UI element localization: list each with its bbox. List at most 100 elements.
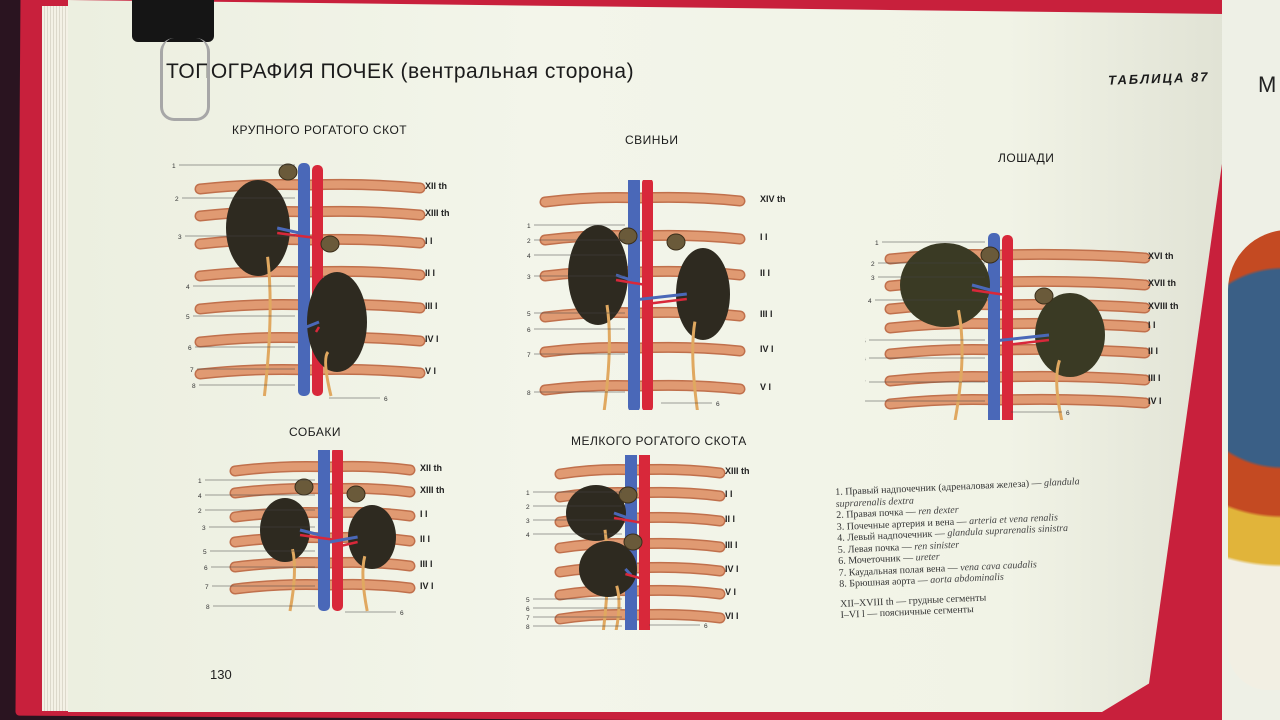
legend-item-latin: ren sinister	[913, 539, 960, 553]
callout-number: 6	[527, 327, 531, 334]
kidney	[260, 498, 310, 562]
segment-label: IV l	[725, 564, 739, 574]
abdominal-aorta	[332, 450, 343, 611]
kidney	[566, 485, 626, 541]
callout-number: 7	[527, 352, 531, 359]
caption-dog: СОБАКИ	[289, 425, 341, 439]
caudal-vena-cava	[318, 450, 330, 611]
rib-highlight	[541, 231, 744, 244]
rib-highlight	[886, 345, 1149, 358]
abdominal-aorta	[1002, 235, 1013, 420]
callout-number: 5	[186, 314, 190, 321]
ureter	[324, 351, 333, 397]
callout-number: 1	[172, 163, 176, 170]
caudal-vena-cava	[628, 180, 640, 410]
page-number: 130	[210, 667, 232, 682]
callout-number: 1	[198, 478, 202, 485]
callout-number: 7	[865, 380, 866, 387]
renal-vein	[299, 528, 325, 538]
callout-number: 7	[526, 615, 530, 622]
ureter	[614, 585, 621, 630]
binder-clip-wire	[160, 38, 210, 121]
adrenal-gland	[618, 486, 638, 504]
segment-label: I l	[760, 232, 768, 242]
ureter	[288, 548, 296, 612]
rib-highlight	[886, 395, 1149, 408]
callout-number: 6	[526, 606, 530, 613]
callout-number: 5	[865, 338, 866, 345]
callout-number: 6	[204, 565, 208, 572]
callout-number: 1	[526, 490, 530, 497]
kidney	[1035, 293, 1105, 377]
adrenal-gland	[278, 163, 298, 181]
renal-artery	[1005, 338, 1050, 347]
segment-label: I l	[425, 236, 433, 246]
ureter	[1055, 359, 1064, 420]
kidney	[900, 243, 990, 327]
rib-highlight	[556, 610, 724, 623]
segment-label: I l	[1148, 320, 1156, 330]
callout-number: 4	[186, 284, 190, 291]
renal-artery	[971, 288, 1007, 297]
callout-number: 2	[526, 504, 530, 511]
caption-cattle: КРУПНОГО РОГАТОГО СКОТ	[232, 123, 408, 137]
segment-label: III l	[725, 540, 738, 550]
rib-highlight	[541, 381, 744, 394]
segment-label: III l	[760, 309, 773, 319]
callout-number: 2	[871, 261, 875, 268]
renal-vein	[971, 283, 995, 293]
segment-label: IV l	[1148, 396, 1162, 406]
segment-label: V l	[425, 366, 436, 376]
segment-label: II l	[1148, 346, 1158, 356]
callout-number: 5	[526, 597, 530, 604]
legend-item-latin: ureter	[915, 551, 940, 564]
callout-number: 3	[202, 525, 206, 532]
callout-number: 3	[178, 234, 182, 241]
callout-number: 4	[526, 532, 530, 539]
segment-label: II l	[725, 514, 735, 524]
kidney	[568, 225, 628, 325]
renal-artery	[615, 278, 647, 287]
abdominal-aorta	[639, 455, 650, 630]
segment-label: VI l	[725, 611, 739, 621]
segment-label: XVIII th	[1148, 301, 1179, 311]
callout-number: 7	[205, 584, 209, 591]
callout-number: 6	[400, 610, 404, 617]
renal-artery	[645, 297, 687, 306]
callout-number: 6	[716, 401, 720, 408]
callout-number: 5	[527, 311, 531, 318]
segment-label: V l	[725, 587, 736, 597]
kidney	[579, 541, 637, 597]
kidney	[307, 272, 367, 372]
segment-label: IV l	[420, 581, 434, 591]
callout-number: 4	[527, 253, 531, 260]
right-page-illustration	[1228, 230, 1280, 690]
callout-number: 1	[875, 240, 879, 247]
segment-label: XII th	[420, 463, 442, 473]
callout-number: 1	[527, 223, 531, 230]
renal-vein	[276, 226, 305, 236]
callout-number: 8	[192, 383, 196, 390]
right-page-letter: М	[1258, 72, 1277, 97]
renal-artery	[613, 516, 644, 525]
callout-number: 2	[527, 238, 531, 245]
adrenal-gland	[1034, 287, 1054, 305]
ureter	[691, 321, 699, 410]
callout-number: 2	[198, 508, 202, 515]
ureter	[262, 256, 272, 397]
callout-number: 6	[1066, 410, 1070, 417]
segment-label: III l	[1148, 373, 1161, 383]
page-title: ТОПОГРАФИЯ ПОЧЕК (вентральная сторона)	[166, 60, 635, 83]
renal-vein	[613, 511, 632, 521]
segment-label: XIII th	[420, 485, 445, 495]
callout-number: 5	[203, 549, 207, 556]
caudal-vena-cava	[988, 233, 1000, 420]
callout-number: 6	[865, 356, 866, 363]
renal-artery	[314, 326, 321, 333]
segment-label: I l	[420, 509, 428, 519]
ureter	[361, 555, 369, 612]
